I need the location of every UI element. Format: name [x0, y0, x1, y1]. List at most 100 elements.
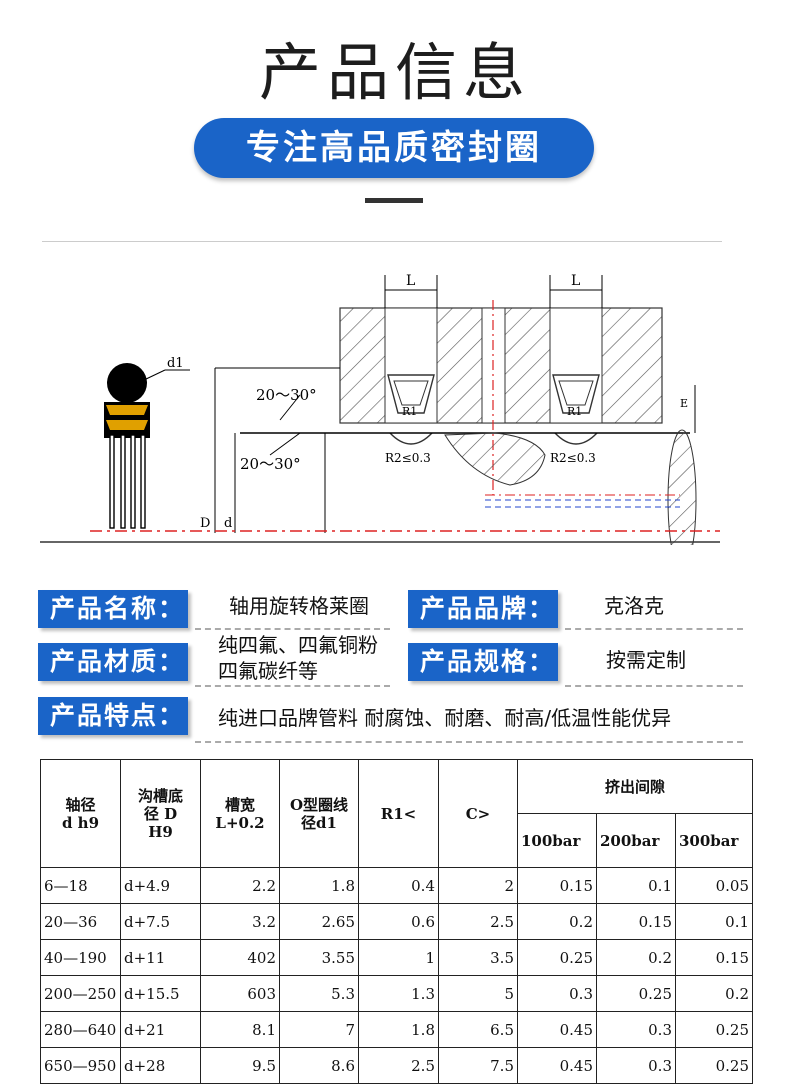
col-header-oring: O型圈线 径d1 — [279, 759, 359, 868]
product-feature-value: 纯进口品牌管料 耐腐蚀、耐磨、耐高/低温性能优异 — [218, 706, 672, 730]
cell-b100: 0.2 — [517, 903, 597, 940]
cell-c: 5 — [438, 975, 518, 1012]
cell-width: 3.2 — [200, 903, 280, 940]
cell-b300: 0.25 — [674, 1047, 754, 1084]
cell-c: 6.5 — [438, 1011, 518, 1048]
col-header-100bar: 100bar — [517, 813, 597, 868]
angle-lower-label: 20～30° — [240, 455, 301, 473]
cell-width: 402 — [200, 939, 280, 976]
cell-oring: 8.6 — [279, 1047, 359, 1084]
col-header-extrusion: 挤出间隙 — [516, 759, 754, 814]
cell-groove: d+11 — [120, 939, 201, 976]
cell-shaft: 650—950 — [40, 1047, 121, 1084]
cell-r1: 1 — [358, 939, 439, 976]
cell-oring: 3.55 — [279, 939, 359, 976]
col-header-groove: 沟槽底 径 D H9 — [120, 759, 201, 868]
cell-c: 3.5 — [438, 939, 518, 976]
d-lower-label: d — [224, 516, 232, 531]
cell-r1: 0.6 — [358, 903, 439, 940]
r1-right-label: R1 — [567, 405, 582, 418]
header-line: O型圈线 — [289, 795, 349, 814]
cell-r1: 2.5 — [358, 1047, 439, 1084]
cell-b200: 0.3 — [596, 1011, 676, 1048]
col-header-200bar: 200bar — [596, 813, 676, 868]
col-header-r1: R1< — [358, 759, 439, 868]
cell-width: 603 — [200, 975, 280, 1012]
cell-b300: 0.05 — [674, 867, 754, 904]
cell-c: 2.5 — [438, 903, 518, 940]
divider — [565, 628, 743, 630]
r2-left-label: R2≤0.3 — [385, 451, 431, 465]
cell-oring: 2.65 — [279, 903, 359, 940]
housing: R1 R1 R2≤0.3 R2≤0.3 — [339, 300, 663, 495]
cell-oring: 1.8 — [279, 867, 359, 904]
product-material-label: 产品材质： — [38, 643, 188, 681]
cell-c: 7.5 — [438, 1047, 518, 1084]
product-material-value-line1: 纯四氟、四氟铜粉 — [218, 633, 378, 657]
product-feature-label: 产品特点： — [38, 697, 188, 735]
cell-b200: 0.15 — [596, 903, 676, 940]
col-header-300bar: 300bar — [674, 813, 754, 868]
seal-groove-diagram: d1 R1 R1 R2≤0.3 R2≤0.3 L L — [40, 273, 720, 545]
cell-b100: 0.25 — [517, 939, 597, 976]
cell-width: 2.2 — [200, 867, 280, 904]
header-line: 径d1 — [301, 813, 337, 832]
header-line: 沟槽底 — [137, 786, 183, 805]
header-line: H9 — [148, 822, 173, 841]
cell-width: 9.5 — [200, 1047, 280, 1084]
header-line: L+0.2 — [215, 813, 265, 832]
cell-b100: 0.15 — [517, 867, 597, 904]
divider — [195, 685, 390, 687]
product-material-value-line2: 四氟碳纤等 — [218, 659, 318, 683]
cell-groove: d+21 — [120, 1011, 201, 1048]
cell-b200: 0.25 — [596, 975, 676, 1012]
cell-shaft: 40—190 — [40, 939, 121, 976]
cell-shaft: 200—250 — [40, 975, 121, 1012]
product-name-value: 轴用旋转格莱圈 — [229, 594, 369, 618]
r2-right-label: R2≤0.3 — [550, 451, 596, 465]
cell-oring: 5.3 — [279, 975, 359, 1012]
cell-r1: 1.3 — [358, 975, 439, 1012]
spec-table: 轴径 d h9 沟槽底 径 D H9 槽宽 L+0.2 O型圈线 径d1 R1<… — [40, 759, 754, 1084]
divider — [42, 241, 722, 242]
col-header-width: 槽宽 L+0.2 — [200, 759, 280, 868]
cell-b200: 0.1 — [596, 867, 676, 904]
cell-groove: d+15.5 — [120, 975, 201, 1012]
cell-groove: d+28 — [120, 1047, 201, 1084]
groove-width-dimension: L L — [384, 273, 603, 308]
cell-b300: 0.1 — [674, 903, 754, 940]
col-header-shaft: 轴径 d h9 — [40, 759, 121, 868]
cell-groove: d+4.9 — [120, 867, 201, 904]
cell-r1: 1.8 — [358, 1011, 439, 1048]
product-spec-value: 按需定制 — [606, 648, 686, 672]
product-spec-label: 产品规格： — [408, 643, 558, 681]
product-name-label: 产品名称： — [38, 590, 188, 628]
divider — [565, 685, 743, 687]
r1-left-label: R1 — [402, 405, 417, 418]
angle-upper-label: 20～30° — [256, 386, 317, 404]
cell-groove: d+7.5 — [120, 903, 201, 940]
divider — [195, 628, 390, 630]
cell-b300: 0.25 — [674, 1011, 754, 1048]
product-brand-label: 产品品牌： — [408, 590, 558, 628]
page-title: 产品信息 — [258, 36, 531, 109]
l-left-label: L — [406, 273, 415, 289]
col-header-c: C> — [438, 759, 518, 868]
cell-b100: 0.3 — [517, 975, 597, 1012]
cell-b200: 0.2 — [596, 939, 676, 976]
cell-b300: 0.2 — [674, 975, 754, 1012]
product-brand-value: 克洛克 — [604, 594, 664, 618]
shaft-profile: 20～30° 20～30° D d E — [200, 367, 696, 533]
title-underline — [365, 198, 423, 203]
d1-label: d1 — [167, 356, 184, 371]
cell-r1: 0.4 — [358, 867, 439, 904]
header-line: d h9 — [61, 813, 100, 832]
l-right-label: L — [571, 273, 580, 289]
cell-shaft: 280—640 — [40, 1011, 121, 1048]
divider — [195, 741, 743, 743]
cell-c: 2 — [438, 867, 518, 904]
cell-width: 8.1 — [200, 1011, 280, 1048]
